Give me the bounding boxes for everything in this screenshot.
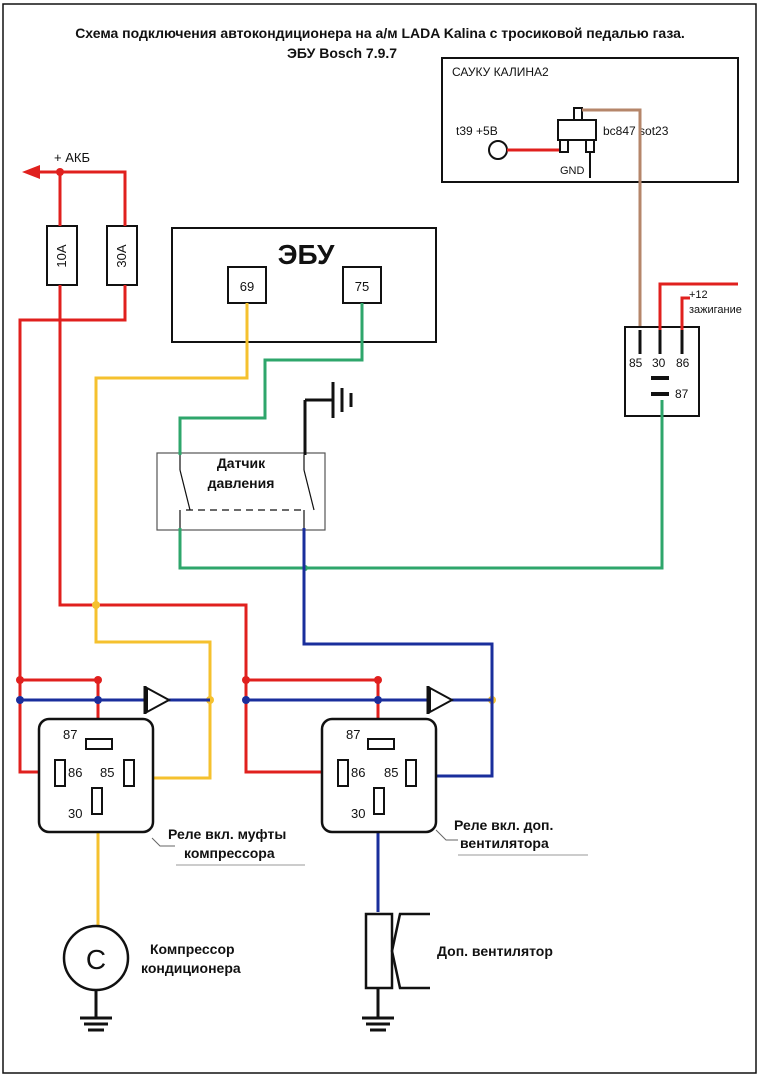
fan-motor-body bbox=[364, 912, 394, 990]
relay-left-caption-leader bbox=[151, 837, 175, 847]
relay-right-pin-85: 85 bbox=[384, 765, 398, 780]
relay-left-contact-30 bbox=[91, 787, 103, 815]
gnd-label: GND bbox=[560, 165, 585, 177]
wire-green-relay87 bbox=[178, 400, 664, 570]
transistor-label: bc847 sot23 bbox=[603, 124, 669, 138]
relay-left-pin-86: 86 bbox=[68, 765, 82, 780]
transistor-base bbox=[559, 139, 569, 153]
relay-right-pin-87: 87 bbox=[346, 727, 360, 742]
top-relay-pin-85: 85 bbox=[629, 356, 643, 370]
ecu-box bbox=[171, 227, 437, 343]
node-battery bbox=[56, 168, 64, 176]
fuse-30a-label: 30A bbox=[114, 244, 129, 267]
wire-red-fuse30 bbox=[18, 285, 127, 774]
wire-green-ecu75 bbox=[178, 303, 364, 455]
relay-left-pin-85: 85 bbox=[100, 765, 114, 780]
ecu-pin-69 bbox=[227, 266, 267, 304]
relay-left-caption-line2: компрессора bbox=[184, 845, 275, 861]
wire-ignition-86 bbox=[680, 296, 690, 330]
transistor-emitter bbox=[585, 139, 595, 153]
sauku-pin-label: t39 +5В bbox=[456, 124, 498, 138]
relay-right-contact-87 bbox=[367, 738, 395, 750]
node-red-left-87 bbox=[94, 676, 102, 684]
relay-left-contact-86 bbox=[54, 759, 66, 787]
relay-right-caption-leader bbox=[435, 829, 458, 841]
compressor-label-line1: Компрессор bbox=[150, 941, 235, 957]
sensor-switch-right-blade bbox=[303, 469, 315, 511]
top-relay-supply-line1: +12 bbox=[689, 289, 708, 301]
node-red-right-87 bbox=[374, 676, 382, 684]
outer-frame bbox=[2, 3, 757, 1074]
relay-right-contact-85 bbox=[405, 759, 417, 787]
wire-ignition-30 bbox=[658, 282, 738, 330]
node-red-left bbox=[16, 676, 24, 684]
sauku-box bbox=[441, 57, 739, 183]
relay-right-box bbox=[320, 717, 438, 834]
top-relay-supply-line2: зажигание bbox=[689, 304, 742, 316]
wire-blue-sensor bbox=[302, 528, 494, 778]
ecu-title: ЭБУ bbox=[278, 239, 335, 270]
transistor-collector bbox=[573, 107, 583, 121]
top-relay-pin-30: 30 bbox=[652, 356, 666, 370]
wire-red-battery bbox=[40, 170, 127, 226]
relay-left-box bbox=[37, 717, 155, 834]
node-blue-right bbox=[242, 696, 250, 704]
compressor-label-line2: кондиционера bbox=[141, 960, 241, 976]
wire-brown-control bbox=[582, 108, 642, 330]
diagram-title: Схема подключения автокондиционера на а/… bbox=[75, 25, 685, 41]
sauku-title: САУКУ КАЛИНА2 bbox=[452, 65, 549, 79]
relay-left-contact-87 bbox=[85, 738, 113, 750]
relay-left-pin-87: 87 bbox=[63, 727, 77, 742]
pressure-sensor-line2: давления bbox=[208, 475, 275, 491]
ecu-pin-75-label: 75 bbox=[355, 279, 369, 294]
diode-left bbox=[146, 686, 172, 714]
node-yellow-cross bbox=[92, 601, 100, 609]
fuse-10a-label: 10A bbox=[54, 244, 69, 267]
sensor-switch-left-blade bbox=[179, 469, 191, 511]
diagram-subtitle: ЭБУ Bosch 7.9.7 bbox=[287, 45, 397, 61]
transistor-body bbox=[557, 119, 597, 141]
top-relay-pin-87: 87 bbox=[675, 387, 689, 401]
diode-right bbox=[429, 686, 455, 714]
node-blue-left bbox=[16, 696, 24, 704]
wire-red-right-86 bbox=[244, 680, 338, 774]
fan-label: Доп. вентилятор bbox=[437, 943, 553, 959]
relay-left-pin-30: 30 bbox=[68, 806, 82, 821]
relay-right-contact-86 bbox=[337, 759, 349, 787]
sauku-pin-terminal bbox=[488, 140, 508, 160]
battery-label: + АКБ bbox=[54, 150, 90, 165]
wire-red-fuse10-to-right bbox=[58, 285, 248, 680]
fuse-10a bbox=[46, 225, 78, 286]
relay-right-caption-line1: Реле вкл. доп. bbox=[454, 817, 553, 833]
node-blue-right-mid bbox=[374, 696, 382, 704]
relay-right-pin-86: 86 bbox=[351, 765, 365, 780]
top-relay-pin-86: 86 bbox=[676, 356, 690, 370]
relay-left-contact-85 bbox=[123, 759, 135, 787]
relay-right-caption-line2: вентилятора bbox=[460, 835, 549, 851]
wire-yellow-ecu69 bbox=[94, 303, 249, 780]
relay-right-contact-30 bbox=[373, 787, 385, 815]
compressor-letter: C bbox=[86, 944, 106, 975]
relay-left-caption-line1: Реле вкл. муфты bbox=[168, 826, 286, 842]
node-blue-left-mid bbox=[94, 696, 102, 704]
battery-arrow bbox=[22, 165, 40, 179]
fan-blade-symbol bbox=[390, 912, 430, 990]
ecu-pin-69-label: 69 bbox=[240, 279, 254, 294]
relay-right-pin-30: 30 bbox=[351, 806, 365, 821]
fuse-30a bbox=[106, 225, 138, 286]
node-red-right bbox=[242, 676, 250, 684]
pressure-sensor-line1: Датчик bbox=[217, 455, 266, 471]
